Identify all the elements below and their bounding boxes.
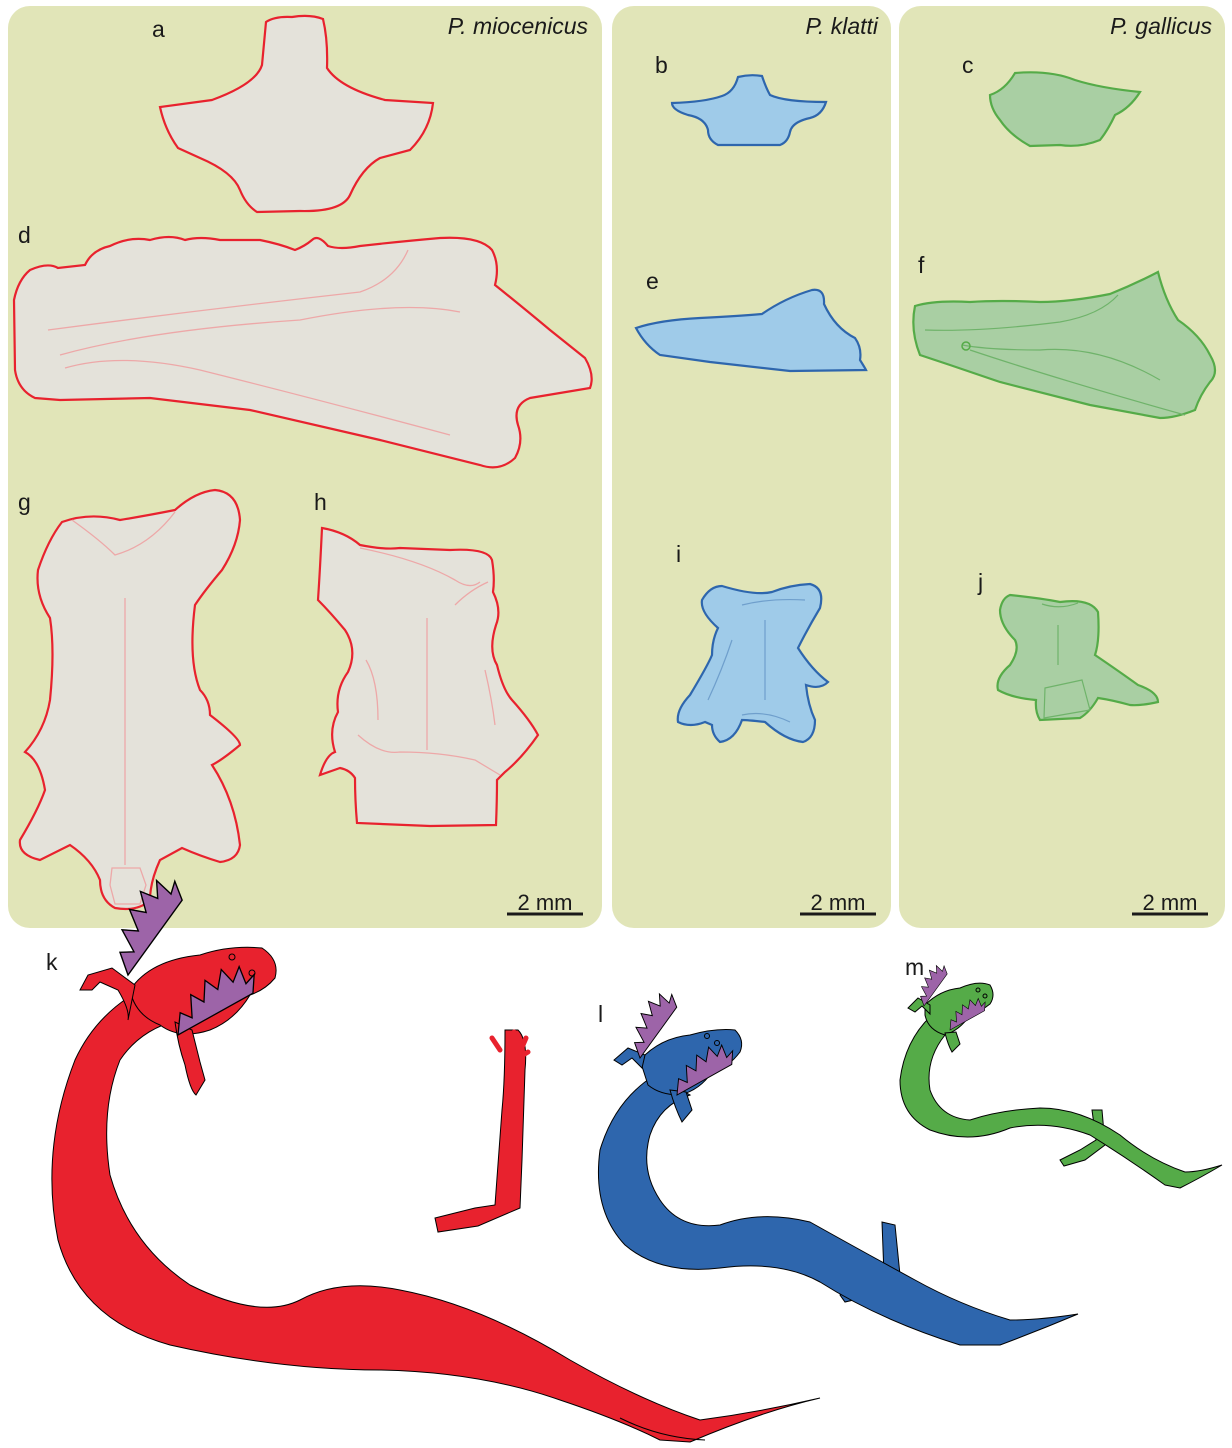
label-l: l [598,1001,603,1027]
scale-text-gallicus: 2 mm [1143,890,1198,915]
label-d: d [18,222,31,248]
salamander-l-klatti [598,986,1078,1345]
species-label-klatti: P. klatti [806,13,879,39]
label-e: e [646,268,659,294]
label-g: g [18,489,31,515]
scale-bar-gallicus: 2 mm [1132,890,1208,915]
label-f: f [918,252,925,278]
label-j: j [977,569,983,595]
scale-text-klatti: 2 mm [811,890,866,915]
scale-bar-klatti: 2 mm [800,890,876,915]
scale-text-miocenicus: 2 mm [518,890,573,915]
species-label-miocenicus: P. miocenicus [448,13,589,39]
label-i: i [676,541,681,567]
label-b: b [655,52,668,78]
salamander-k-miocenicus [52,868,820,1442]
bone-g-miocenicus [20,490,240,909]
scale-bar-miocenicus: 2 mm [507,890,583,915]
label-c: c [962,52,974,78]
label-a: a [152,16,165,42]
label-m: m [905,954,924,980]
species-label-gallicus: P. gallicus [1110,13,1212,39]
label-k: k [46,949,58,975]
salamander-m-gallicus [900,960,1222,1188]
label-h: h [314,489,327,515]
